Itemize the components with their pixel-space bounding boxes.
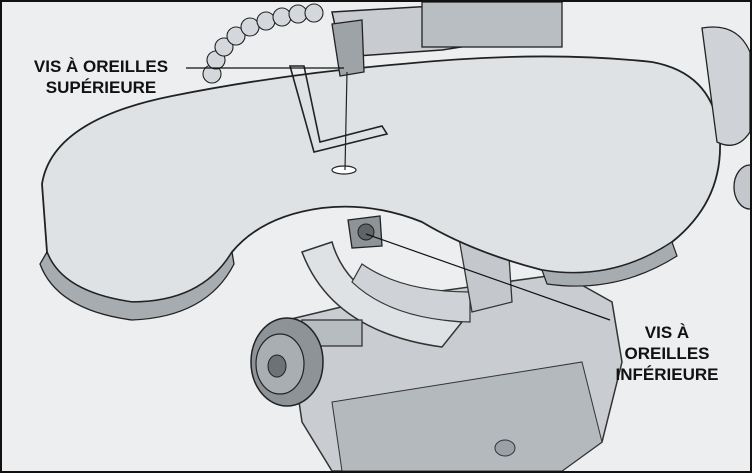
callout-upper-line-1: VIS À OREILLES [12, 56, 190, 77]
callout-lower-line-3: INFÉRIEURE [600, 364, 734, 385]
blade-slot [332, 166, 356, 174]
callout-upper-wing-screw: VIS À OREILLES SUPÉRIEURE [12, 56, 190, 98]
lower-wing-screw [348, 216, 382, 248]
callout-lower-wing-screw: VIS À OREILLES INFÉRIEURE [600, 322, 734, 385]
callout-lower-line-2: OREILLES [600, 343, 734, 364]
side-foot [734, 165, 750, 209]
callout-lower-line-1: VIS À [600, 322, 734, 343]
upper-arm-housing [422, 2, 562, 47]
callout-upper-line-2: SUPÉRIEURE [12, 77, 190, 98]
foot-screw [495, 440, 515, 456]
